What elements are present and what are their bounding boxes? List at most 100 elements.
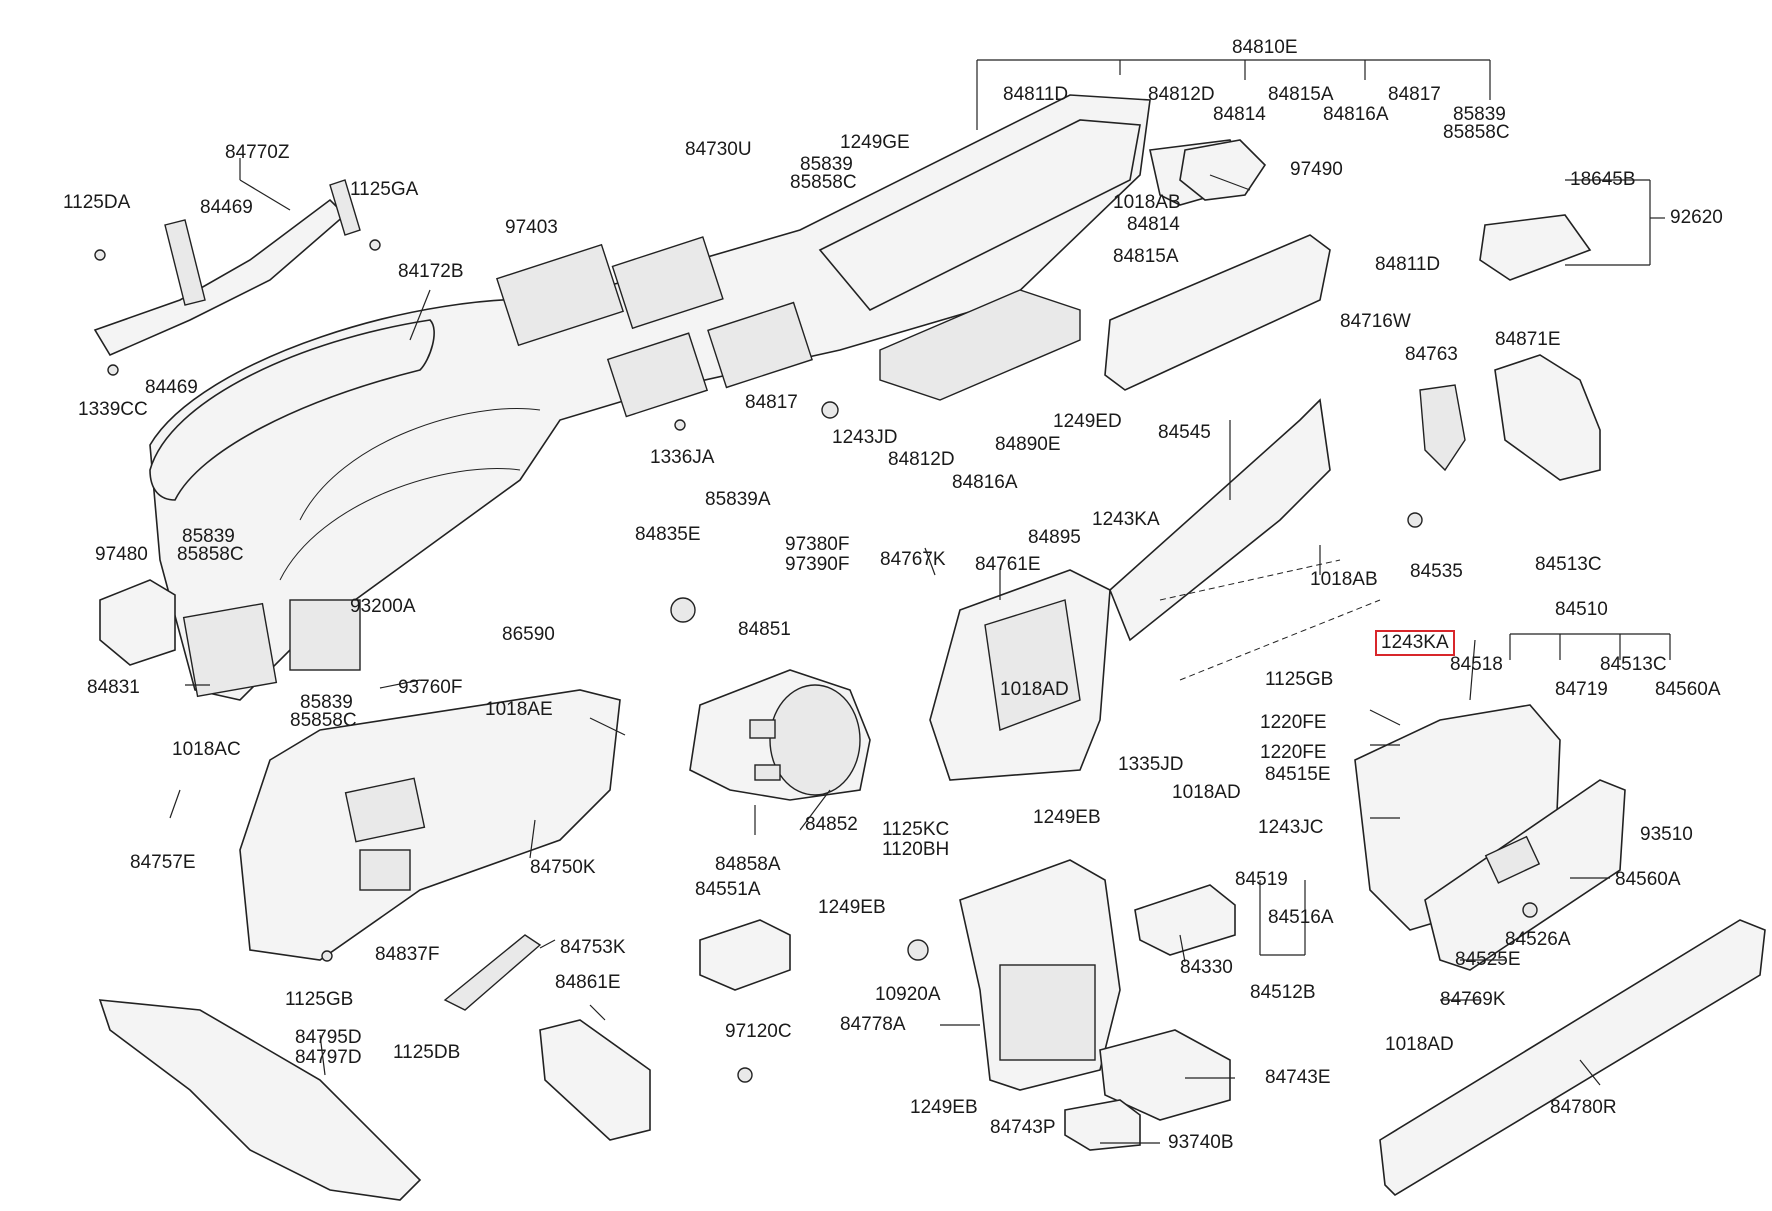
label-84811d[interactable]: 84811D (1003, 84, 1069, 105)
label-93760f[interactable]: 93760F (398, 677, 463, 698)
label-84763[interactable]: 84763 (1405, 344, 1458, 365)
label-1335jd[interactable]: 1335JD (1118, 754, 1184, 775)
label-86590[interactable]: 86590 (502, 624, 555, 645)
label-84172b[interactable]: 84172B (398, 261, 464, 282)
label-85858c-c[interactable]: 85858C (177, 544, 244, 565)
label-97120c[interactable]: 97120C (725, 1021, 792, 1042)
label-84516a[interactable]: 84516A (1268, 907, 1334, 928)
label-1125kc[interactable]: 1125KC (882, 819, 950, 840)
label-1243ka[interactable]: 1243KA (1092, 509, 1160, 530)
label-84767k[interactable]: 84767K (880, 549, 946, 570)
label-84780r[interactable]: 84780R (1550, 1097, 1617, 1118)
label-84769k[interactable]: 84769K (1440, 989, 1506, 1010)
label-84730u[interactable]: 84730U (685, 139, 752, 160)
label-84761e[interactable]: 84761E (975, 554, 1041, 575)
label-85839-d[interactable]: 85839 (300, 692, 353, 713)
label-84851[interactable]: 84851 (738, 619, 791, 640)
label-84816a-b[interactable]: 84816A (952, 472, 1018, 493)
label-84831[interactable]: 84831 (87, 677, 140, 698)
label-1120bh[interactable]: 1120BH (882, 839, 950, 860)
label-84778a[interactable]: 84778A (840, 1014, 906, 1035)
label-93510[interactable]: 93510 (1640, 824, 1693, 845)
label-1018ad-b[interactable]: 1018AD (1172, 782, 1241, 803)
label-84797d[interactable]: 84797D (295, 1047, 362, 1068)
label-84861e[interactable]: 84861E (555, 972, 621, 993)
label-92620[interactable]: 92620 (1670, 207, 1723, 228)
label-85858c-d[interactable]: 85858C (290, 710, 357, 731)
label-84812d[interactable]: 84812D (1148, 84, 1215, 105)
label-93200a[interactable]: 93200A (350, 596, 416, 617)
label-84743e[interactable]: 84743E (1265, 1067, 1331, 1088)
label-84815a[interactable]: 84815A (1268, 84, 1334, 105)
label-1220fe-b[interactable]: 1220FE (1260, 742, 1327, 763)
label-84815a-b[interactable]: 84815A (1113, 246, 1179, 267)
label-84545[interactable]: 84545 (1158, 422, 1211, 443)
label-84895[interactable]: 84895 (1028, 527, 1081, 548)
label-84716w[interactable]: 84716W (1340, 311, 1411, 332)
label-84835e[interactable]: 84835E (635, 524, 701, 545)
label-84535[interactable]: 84535 (1410, 561, 1463, 582)
label-84519[interactable]: 84519 (1235, 869, 1288, 890)
label-93740b[interactable]: 93740B (1168, 1132, 1234, 1153)
label-84837f[interactable]: 84837F (375, 944, 440, 965)
label-84770z[interactable]: 84770Z (225, 142, 290, 163)
label-1339cc[interactable]: 1339CC (78, 399, 148, 420)
label-97380f[interactable]: 97380F (785, 534, 850, 555)
label-84750k[interactable]: 84750K (530, 857, 596, 878)
label-1125ga[interactable]: 1125GA (350, 179, 419, 200)
label-1018ad-c[interactable]: 1018AD (1385, 1034, 1454, 1055)
label-84753k[interactable]: 84753K (560, 937, 626, 958)
label-1220fe[interactable]: 1220FE (1260, 712, 1327, 733)
label-1243ka-highlighted[interactable]: 1243KA (1375, 630, 1455, 656)
label-84890e[interactable]: 84890E (995, 434, 1061, 455)
label-1125db[interactable]: 1125DB (393, 1042, 461, 1063)
label-84560a[interactable]: 84560A (1655, 679, 1721, 700)
label-1249ed[interactable]: 1249ED (1053, 411, 1122, 432)
label-84743p[interactable]: 84743P (990, 1117, 1056, 1138)
label-84512b[interactable]: 84512B (1250, 982, 1316, 1003)
label-97480[interactable]: 97480 (95, 544, 148, 565)
label-84816a[interactable]: 84816A (1323, 104, 1389, 125)
label-84757e[interactable]: 84757E (130, 852, 196, 873)
label-84330[interactable]: 84330 (1180, 957, 1233, 978)
label-1243jc[interactable]: 1243JC (1258, 817, 1324, 838)
label-97390f[interactable]: 97390F (785, 554, 850, 575)
label-84525e[interactable]: 84525E (1455, 949, 1521, 970)
label-1018ab-b[interactable]: 1018AB (1310, 569, 1378, 590)
label-1125da[interactable]: 1125DA (63, 192, 131, 213)
label-84510[interactable]: 84510 (1555, 599, 1608, 620)
label-97403[interactable]: 97403 (505, 217, 558, 238)
label-1018ad[interactable]: 1018AD (1000, 679, 1069, 700)
label-1125gb-b[interactable]: 1125GB (285, 989, 354, 1010)
label-10920a[interactable]: 10920A (875, 984, 941, 1005)
label-84469-b[interactable]: 84469 (145, 377, 198, 398)
label-84814-b[interactable]: 84814 (1127, 214, 1180, 235)
label-1249eb[interactable]: 1249EB (1033, 807, 1101, 828)
label-84469[interactable]: 84469 (200, 197, 253, 218)
label-84871e[interactable]: 84871E (1495, 329, 1561, 350)
label-1018ac[interactable]: 1018AC (172, 739, 241, 760)
label-84560a-b[interactable]: 84560A (1615, 869, 1681, 890)
label-85858c-b[interactable]: 85858C (790, 172, 857, 193)
label-85839[interactable]: 85839 (1453, 104, 1506, 125)
label-84817[interactable]: 84817 (1388, 84, 1441, 105)
label-84513c-b[interactable]: 84513C (1600, 654, 1667, 675)
label-84551a[interactable]: 84551A (695, 879, 761, 900)
label-18645b[interactable]: 18645B (1570, 169, 1636, 190)
label-84719[interactable]: 84719 (1555, 679, 1608, 700)
label-84858a[interactable]: 84858A (715, 854, 781, 875)
label-97490[interactable]: 97490 (1290, 159, 1343, 180)
label-84811d-b[interactable]: 84811D (1375, 254, 1441, 275)
label-1018ab[interactable]: 1018AB (1113, 192, 1181, 213)
label-85839-b[interactable]: 85839 (800, 154, 853, 175)
label-84852[interactable]: 84852 (805, 814, 858, 835)
label-1249eb-b[interactable]: 1249EB (818, 897, 886, 918)
label-85839-c[interactable]: 85839 (182, 526, 235, 547)
label-84814[interactable]: 84814 (1213, 104, 1266, 125)
label-84526a[interactable]: 84526A (1505, 929, 1571, 950)
label-85839a[interactable]: 85839A (705, 489, 771, 510)
label-84810e[interactable]: 84810E (1232, 37, 1298, 58)
label-84795d[interactable]: 84795D (295, 1027, 362, 1048)
label-1336ja[interactable]: 1336JA (650, 447, 715, 468)
label-85858c[interactable]: 85858C (1443, 122, 1510, 143)
